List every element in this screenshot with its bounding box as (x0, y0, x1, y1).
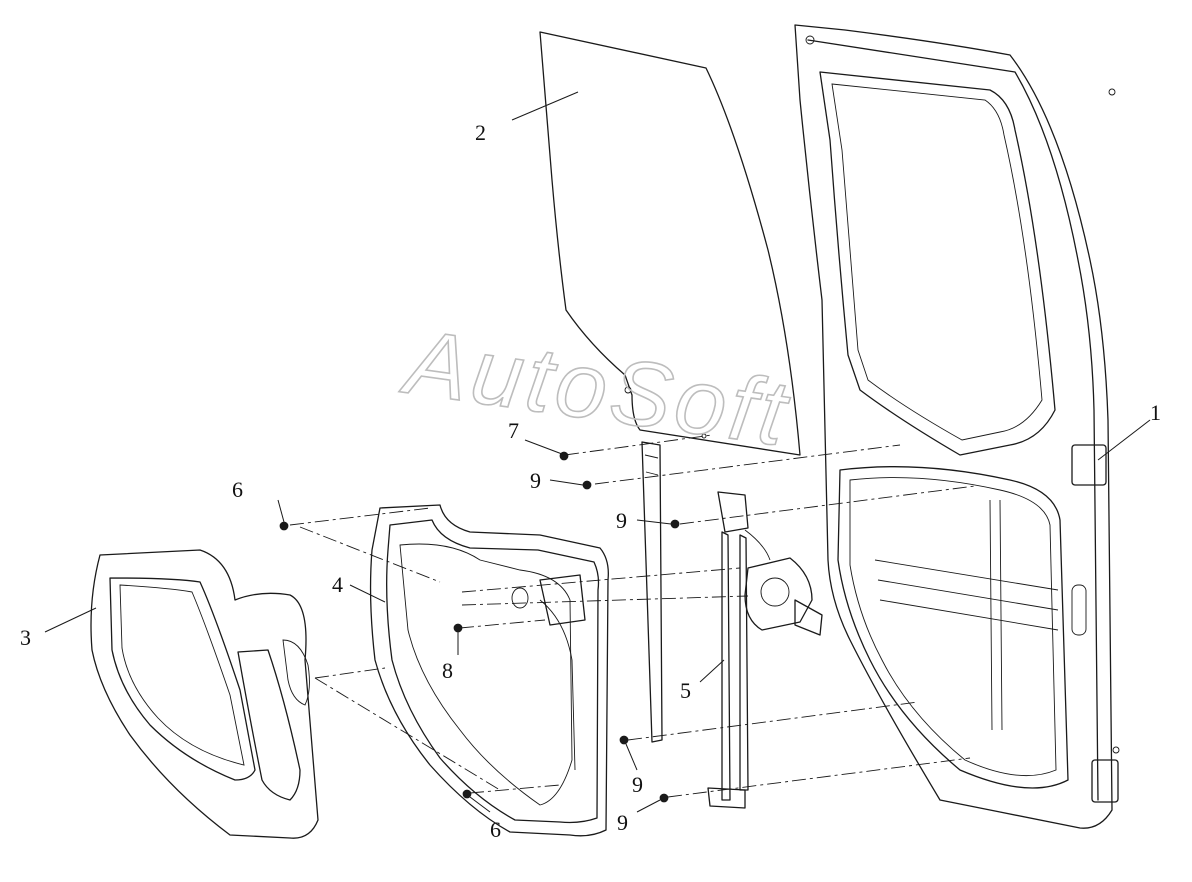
callout-8: 8 (442, 658, 453, 683)
clip-8 (453, 623, 463, 633)
callout-6-bottom: 6 (490, 817, 501, 842)
watermark-text: AutoSoft (396, 310, 796, 465)
bolt-9d (659, 793, 669, 803)
fasteners (279, 451, 680, 803)
callout-1: 1 (1150, 400, 1161, 425)
trim-pad (90, 549, 319, 839)
callout-3: 3 (20, 625, 31, 650)
callout-9d: 9 (617, 810, 628, 835)
bolt-9c (619, 735, 629, 745)
assembly-lines (289, 434, 976, 798)
callout-6-top: 6 (232, 477, 243, 502)
callout-2: 2 (475, 120, 486, 145)
callout-9c: 9 (632, 772, 643, 797)
leader-lines (44, 91, 1151, 813)
callout-7: 7 (508, 418, 519, 443)
bolt-6-bottom (462, 789, 472, 799)
bolt-9a (582, 480, 592, 490)
callout-9a: 9 (530, 468, 541, 493)
callout-5: 5 (680, 678, 691, 703)
door-body (794, 24, 1120, 829)
bolt-9b (670, 519, 680, 529)
inner-panel (369, 504, 609, 837)
callout-numbers: 1 2 3 4 5 6 6 7 8 9 9 9 9 9 (20, 120, 1161, 842)
window-regulator (707, 491, 823, 809)
callout-9b: 9 (616, 508, 627, 533)
glass-guide-rail (641, 441, 663, 743)
bolt-6-top (279, 521, 289, 531)
callout-4: 4 (332, 572, 343, 597)
